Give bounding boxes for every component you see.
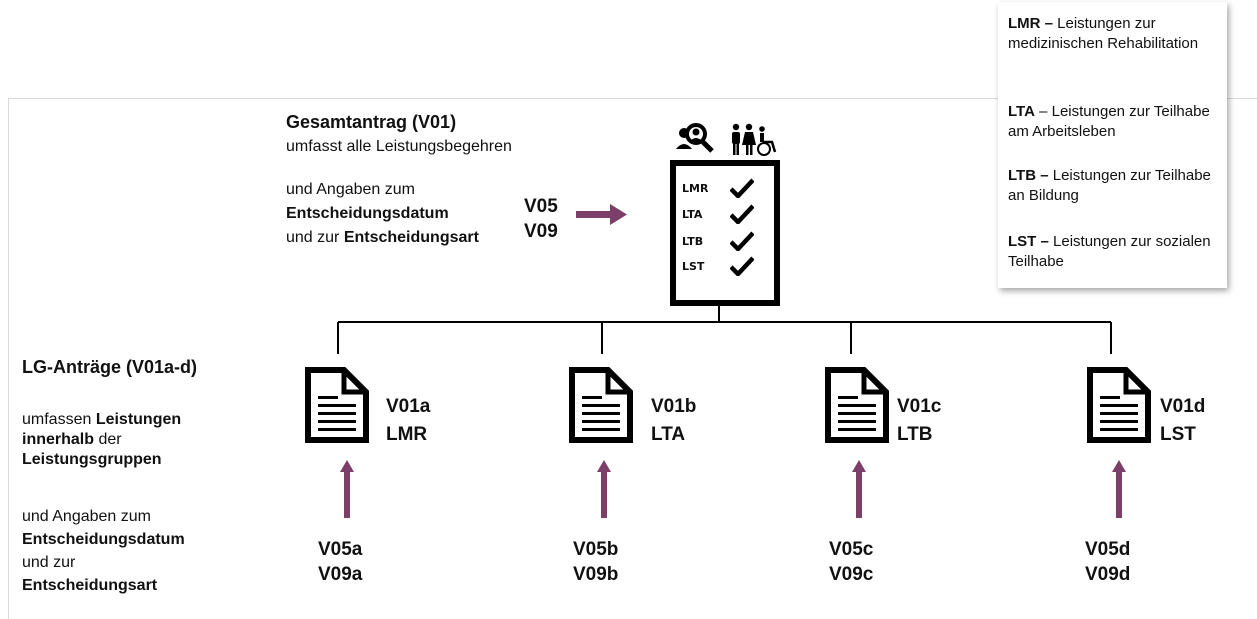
overview-line2: und Angaben zum <box>286 181 415 198</box>
up-arrow-icon <box>597 460 611 518</box>
legend-text: – Leistungen zur Teilhabe am Arbeitslebe… <box>1008 103 1210 140</box>
lg-title: LG-Anträge (V01a-d) <box>22 357 198 377</box>
overview-line3-prefix: und zur <box>286 229 344 246</box>
people-search-icon <box>676 123 714 153</box>
diagram-panel <box>8 98 1257 619</box>
branch-group: LTA <box>651 424 686 445</box>
lg-bold2: Leistungsgruppen <box>22 451 162 468</box>
legend-box: LMR – Leistungen zur medizinischen Rehab… <box>998 2 1227 288</box>
up-arrow-icon <box>1112 460 1126 518</box>
right-arrow-icon <box>576 204 627 225</box>
lg-bold1: Leistungen innerhalb <box>22 411 182 448</box>
legend-entry-lst: LST – Leistungen zur sozialen Teilhabe <box>1008 232 1223 272</box>
legend-text: Leistungen zur Teilhabe an Bildung <box>1008 167 1211 204</box>
overview-bold2: Entscheidungsart <box>343 229 479 246</box>
document-icon <box>569 367 633 443</box>
overview-line1: umfasst alle Leistungsbegehren <box>286 138 512 155</box>
lg-pre1: umfassen <box>22 411 96 428</box>
branch-v09: V09b <box>573 564 619 585</box>
tree-connectors <box>337 300 1112 354</box>
branch-code: V01a <box>386 396 431 417</box>
checklist-item-lta: LTA <box>682 208 703 221</box>
document-icon <box>305 367 369 443</box>
branch-code: V01d <box>1160 396 1206 417</box>
legend-text: Leistungen zur sozialen Teilhabe <box>1008 233 1211 270</box>
overview-code-v09: V09 <box>524 221 558 242</box>
check-icon <box>730 178 754 198</box>
lg-line2: und Angaben zum <box>22 508 151 525</box>
legend-abbr: LTA <box>1008 103 1035 120</box>
branch-v05: V05d <box>1085 539 1131 560</box>
branch-group: LTB <box>897 424 933 445</box>
family-wheelchair-icon <box>732 123 777 156</box>
branch-v09: V09d <box>1085 564 1131 585</box>
check-icon <box>730 204 754 224</box>
lg-description: umfassen Leistungen innerhalb der Leistu… <box>22 410 227 470</box>
check-icon <box>730 231 754 251</box>
document-icon <box>1087 367 1151 443</box>
checklist-item-ltb: LTB <box>682 235 704 248</box>
legend-abbr: LTB – <box>1008 167 1049 184</box>
branch-v05: V05b <box>573 539 619 560</box>
legend-entry-lmr: LMR – Leistungen zur medizinischen Rehab… <box>1008 14 1223 54</box>
check-icon <box>730 256 754 276</box>
legend-entry-ltb: LTB – Leistungen zur Teilhabe an Bildung <box>1008 166 1223 206</box>
lg-bold4: Entscheidungsart <box>22 577 158 594</box>
overview-line3: und zur Entscheidungsart <box>286 228 479 248</box>
overview-bold1: Entscheidungsdatum <box>286 205 449 222</box>
overview-title: Gesamtantrag (V01) <box>286 112 457 132</box>
branch-v05: V05c <box>829 539 874 560</box>
overview-code-v05: V05 <box>524 196 558 217</box>
document-icon <box>825 367 889 443</box>
checklist-item-lst: LST <box>682 260 705 273</box>
up-arrow-icon <box>852 460 866 518</box>
lg-line3: und zur <box>22 554 76 571</box>
lg-mid1: der <box>94 431 122 448</box>
branch-v09: V09a <box>318 564 363 585</box>
lg-bold3: Entscheidungsdatum <box>22 531 185 548</box>
branch-group: LST <box>1160 424 1196 445</box>
checklist-item-lmr: LMR <box>682 182 709 195</box>
branch-v09: V09c <box>829 564 874 585</box>
checklist-clipboard <box>670 160 780 306</box>
legend-abbr: LST – <box>1008 233 1049 250</box>
up-arrow-icon <box>340 460 354 518</box>
legend-text: Leistungen zur medizinischen Rehabilitat… <box>1008 15 1199 52</box>
legend-entry-lta: LTA – Leistungen zur Teilhabe am Arbeits… <box>1008 102 1223 142</box>
branch-v05: V05a <box>318 539 363 560</box>
legend-abbr: LMR – <box>1008 15 1053 32</box>
branch-code: V01c <box>897 396 942 417</box>
branch-code: V01b <box>651 396 697 417</box>
branch-group: LMR <box>386 424 428 445</box>
